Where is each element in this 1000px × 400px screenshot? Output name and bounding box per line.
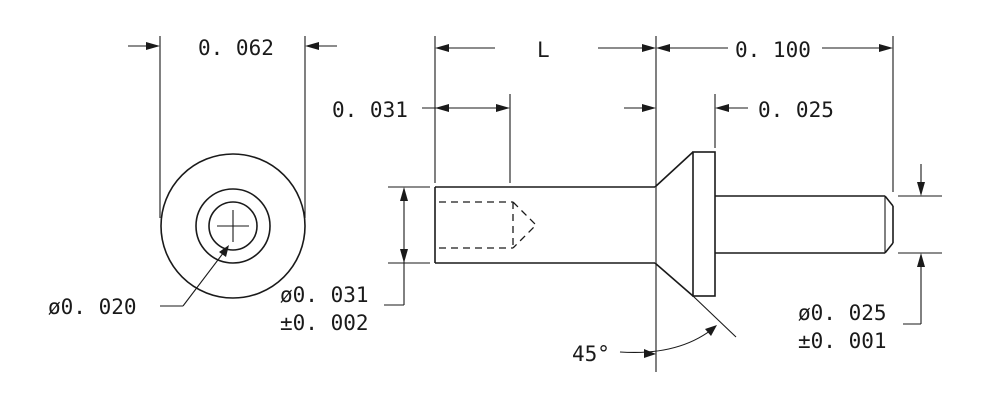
dim-flange-thickness-label: 0. 025 [758, 98, 834, 122]
arrow-head [917, 253, 925, 267]
dim-body-diameter-label: ø0. 031 [280, 283, 369, 307]
dim-body-tolerance-label: ±0. 002 [280, 311, 369, 335]
head-taper-top [654, 151, 694, 188]
end-view-outer-circle [160, 153, 306, 299]
dim-end-width-label: 0. 062 [198, 36, 274, 60]
head-flange [692, 151, 716, 297]
pin-chamfer-top [884, 195, 894, 207]
side-view: L 0. 100 0. 031 0. 025 ø0. 031 ±0. 002 [280, 36, 942, 372]
angle-arc [619, 326, 716, 354]
arrow-head [400, 187, 408, 201]
dim-chamfer-angle-label: 45° [572, 342, 610, 366]
arrow-head [305, 42, 319, 50]
dim-length-label: L [537, 38, 550, 62]
arrow-head [644, 349, 656, 358]
end-view-middle-circle [195, 188, 271, 264]
arrow-head [656, 44, 670, 52]
dim-hole-depth-label: 0. 031 [332, 98, 408, 122]
arrow-head [435, 104, 449, 112]
dim-head-to-tip-label: 0. 100 [735, 38, 811, 62]
dim-pin-diameter-label: ø0. 025 [798, 301, 887, 325]
arrow-head [642, 104, 656, 112]
arrow-head [219, 245, 229, 257]
head-taper-bottom [654, 262, 694, 297]
dim-hole-diameter-label: ø0. 020 [48, 295, 137, 319]
extension-line-angle [692, 295, 737, 338]
arrow-head [917, 182, 925, 196]
arrow-head [146, 42, 160, 50]
arrow-head [705, 325, 717, 336]
leader-hole-diagonal [182, 247, 228, 307]
hidden-drill-point [512, 201, 537, 249]
arrow-head [400, 249, 408, 263]
arrow-head [879, 44, 893, 52]
end-view-hole-circle [208, 201, 258, 251]
arrow-head [496, 104, 510, 112]
end-view: 0. 062 ø0. 020 [48, 36, 337, 319]
arrow-head [642, 44, 656, 52]
dim-pin-tolerance-label: ±0. 001 [798, 329, 887, 353]
arrow-head [715, 104, 729, 112]
arrow-head [435, 44, 449, 52]
pin-chamfer-bottom [884, 242, 894, 254]
